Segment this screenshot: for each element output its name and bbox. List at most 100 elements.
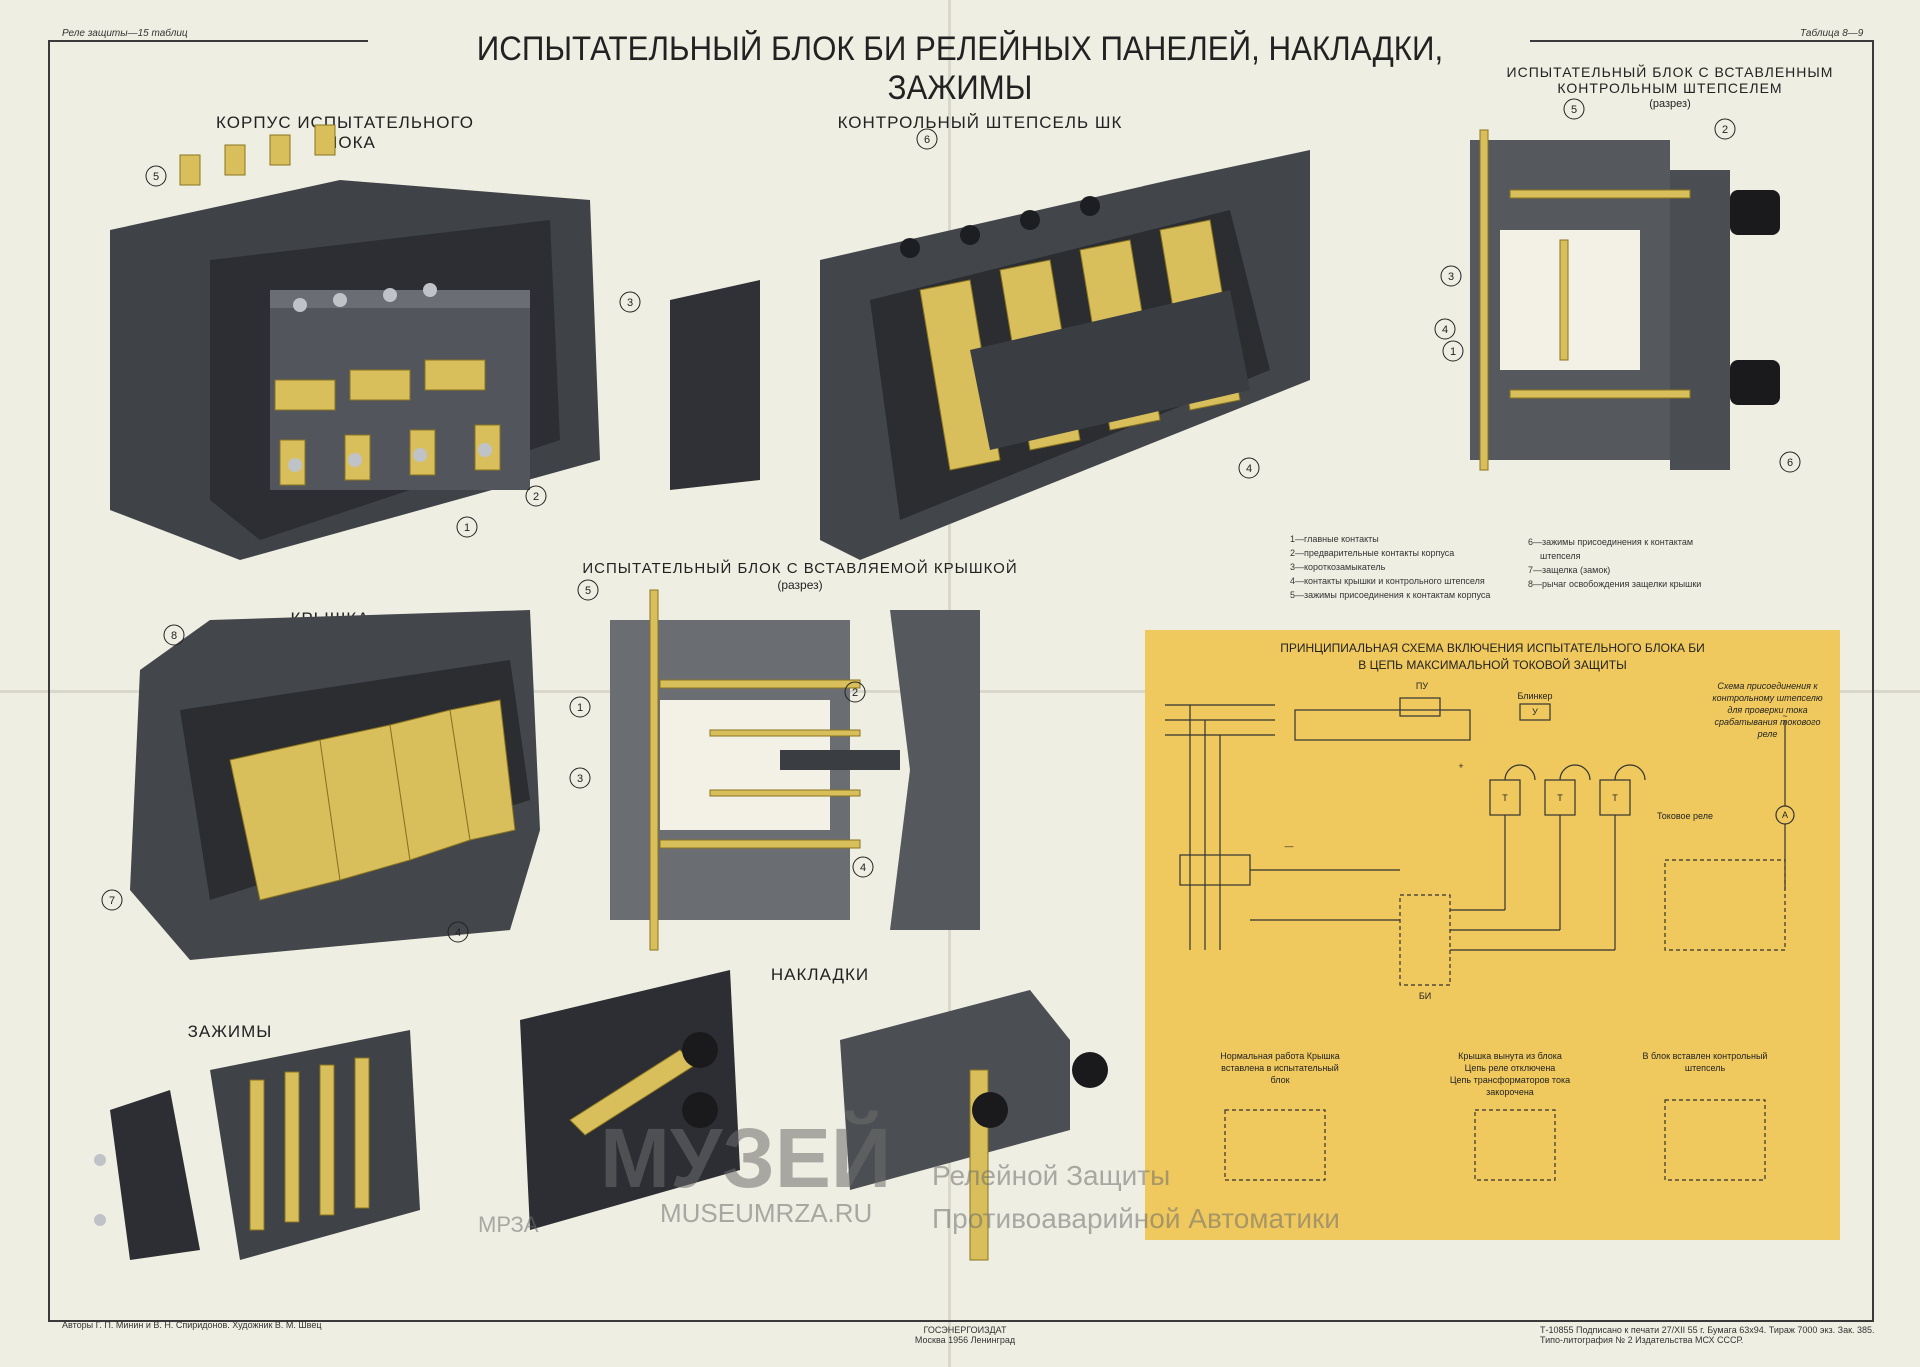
callout-number: 6 (924, 134, 930, 146)
callout-number: 7 (109, 895, 115, 907)
poster-title: ИСПЫТАТЕЛЬНЫЙ БЛОК БИ РЕЛЕЙНЫХ ПАНЕЛЕЙ, … (476, 30, 1444, 107)
scheme-case-3: В блок вставлен контрольный штепсель (1642, 1051, 1768, 1073)
callout-6-section (1779, 451, 1801, 473)
callout-number: 1 (577, 702, 583, 714)
legend-item: 4—контакты крышки и контрольного штепсел… (1290, 576, 1485, 586)
caption-block-with-cover: ИСПЫТАТЕЛЬНЫЙ БЛОК С ВСТАВЛЯЕМОЙ КРЫШКОЙ… (580, 560, 1020, 594)
scheme-t2: Т (1557, 793, 1563, 803)
callout-number: 4 (860, 862, 866, 874)
callout-number: 3 (577, 773, 583, 785)
footer-print-line2: Типо-литография № 2 Издательства МСХ ССС… (1540, 1335, 1744, 1345)
scheme-title: ПРИНЦИПИАЛЬНАЯ СХЕМА ВКЛЮЧЕНИЯ ИСПЫТАТЕЛ… (1145, 640, 1840, 674)
caption-plug: КОНТРОЛЬНЫЙ ШТЕПСЕЛЬ ШК (837, 113, 1123, 132)
watermark-museum: МУЗЕЙ (600, 1111, 892, 1205)
caption-block-with-plug-cut: (разрез) (1649, 98, 1691, 110)
footer-publisher-line2: Москва 1956 Ленинград (914, 1335, 1016, 1345)
callout-5-housing (145, 165, 167, 187)
callout-number: 3 (1448, 271, 1454, 283)
scheme-bi: БИ (1418, 991, 1432, 1001)
callout-number: 5 (1571, 104, 1577, 116)
table-number: Таблица 8—9 (1800, 28, 1864, 39)
watermark-abbr: МРЗА (478, 1212, 539, 1237)
housing-illustration (110, 124, 600, 560)
caption-block-with-plug-line2: КОНТРОЛЬНЫМ ШТЕПСЕЛЕМ (1557, 80, 1783, 96)
footer-publisher-line1: ГОСЭНЕРГОИЗДАТ (923, 1325, 1007, 1335)
callout-number: 4 (1442, 324, 1448, 336)
caption-block-with-cover-line1: ИСПЫТАТЕЛЬНЫЙ БЛОК С ВСТАВЛЯЕМОЙ КРЫШКОЙ (582, 560, 1018, 577)
legend-item: 7—защелка (замок) (1528, 565, 1611, 575)
watermark-line1: Релейной Защиты (932, 1160, 1171, 1191)
callout-2-cover-section (844, 681, 866, 703)
scheme-case-2-line3: Цепь трансформаторов тока закорочена (1449, 1075, 1571, 1097)
scheme-case-2-line1: Крышка вынута из блока (1458, 1051, 1562, 1061)
callout-number: 4 (455, 927, 461, 939)
caption-block-with-cover-cut: (разрез) (777, 578, 823, 592)
callout-number: 3 (627, 297, 633, 309)
legend-item: 5—зажимы присоединения к контактам корпу… (1290, 590, 1491, 600)
callout-4-section (1434, 318, 1456, 340)
scheme-plus: + (1458, 761, 1464, 771)
scheme-pu: ПУ (1415, 681, 1429, 691)
legend-item: 3—короткозамыкатель (1290, 562, 1386, 572)
frame-top-left (48, 40, 368, 42)
callout-3-section (1440, 265, 1462, 287)
callout-number: 5 (585, 585, 591, 597)
legend-left: 1—главные контакты 2—предварительные кон… (1290, 532, 1490, 602)
callout-1-housing (456, 516, 478, 538)
callout-3-housing (619, 291, 641, 313)
footer-publisher: ГОСЭНЕРГОИЗДАТ Москва 1956 Ленинград (880, 1325, 1050, 1345)
callout-number: 2 (1722, 124, 1728, 136)
straps-illustration (520, 970, 1108, 1261)
scheme-panel: ПРИНЦИПИАЛЬНАЯ СХЕМА ВКЛЮЧЕНИЯ ИСПЫТАТЕЛ… (1145, 630, 1840, 1240)
scheme-ammeter: А (1781, 810, 1788, 820)
callout-8-cover (163, 624, 185, 646)
scheme-ac: ~ (1782, 711, 1788, 721)
block-with-plug-section (1470, 129, 1780, 471)
legend-item: 2—предварительные контакты корпуса (1290, 548, 1455, 558)
cover-illustration (130, 610, 540, 960)
plug-illustration (670, 150, 1310, 560)
callout-4-cover-section (852, 856, 874, 878)
legend-right: 6—зажимы присоединения к контактам штепс… (1528, 535, 1701, 591)
callout-4-plug (1238, 457, 1260, 479)
legend-item: 1—главные контакты (1290, 534, 1379, 544)
scheme-current-relay: Токовое реле (1656, 811, 1713, 821)
scheme-title-line2: В ЦЕПЬ МАКСИМАЛЬНОЙ ТОКОВОЙ ЗАЩИТЫ (1358, 658, 1627, 672)
callout-2-housing (525, 485, 547, 507)
scheme-diagram (1165, 697, 1795, 1181)
scheme-t3: Т (1612, 793, 1618, 803)
scheme-minus: — (1284, 841, 1294, 851)
callout-number: 1 (464, 522, 470, 534)
callout-number: 5 (153, 171, 159, 183)
scheme-blinker: Блинкер (1517, 691, 1553, 701)
callout-3-cover-section (569, 767, 591, 789)
callout-number: 6 (1787, 457, 1793, 469)
watermark-line2: Противоаварийной Автоматики (932, 1203, 1340, 1234)
legend-item: 6—зажимы присоединения к контактам (1528, 537, 1694, 547)
scheme-case-1: Нормальная работа Крышка вставлена в исп… (1220, 1051, 1340, 1085)
caption-clamps: ЗАЖИМЫ (187, 1022, 273, 1041)
block-with-cover-section (610, 589, 980, 951)
clamps-illustration (94, 1030, 420, 1260)
callout-1-cover-section (569, 696, 591, 718)
callout-number: 4 (1246, 463, 1252, 475)
callout-6-plug (916, 128, 938, 150)
callout-1-section (1442, 340, 1464, 362)
footer-print-line1: Т-10855 Подписано к печати 27/XII 55 г. … (1540, 1325, 1875, 1335)
callout-4-cover (447, 921, 469, 943)
scheme-u: У (1532, 707, 1538, 717)
callout-number: 2 (533, 491, 539, 503)
callout-2-section (1714, 118, 1736, 140)
poster-frame (48, 40, 1874, 1322)
callout-5-cover-section (577, 579, 599, 601)
callout-number: 2 (852, 687, 858, 699)
callout-7-cover (101, 889, 123, 911)
frame-top-right (1530, 40, 1872, 42)
scheme-note: Схема присоединения к контрольному штепс… (1712, 681, 1823, 739)
caption-block-with-plug-line1: ИСПЫТАТЕЛЬНЫЙ БЛОК С ВСТАВЛЕННЫМ (1506, 64, 1834, 80)
legend-item: штепселя (1540, 551, 1581, 561)
callout-number: 1 (1450, 346, 1456, 358)
scheme-t1: Т (1502, 793, 1508, 803)
